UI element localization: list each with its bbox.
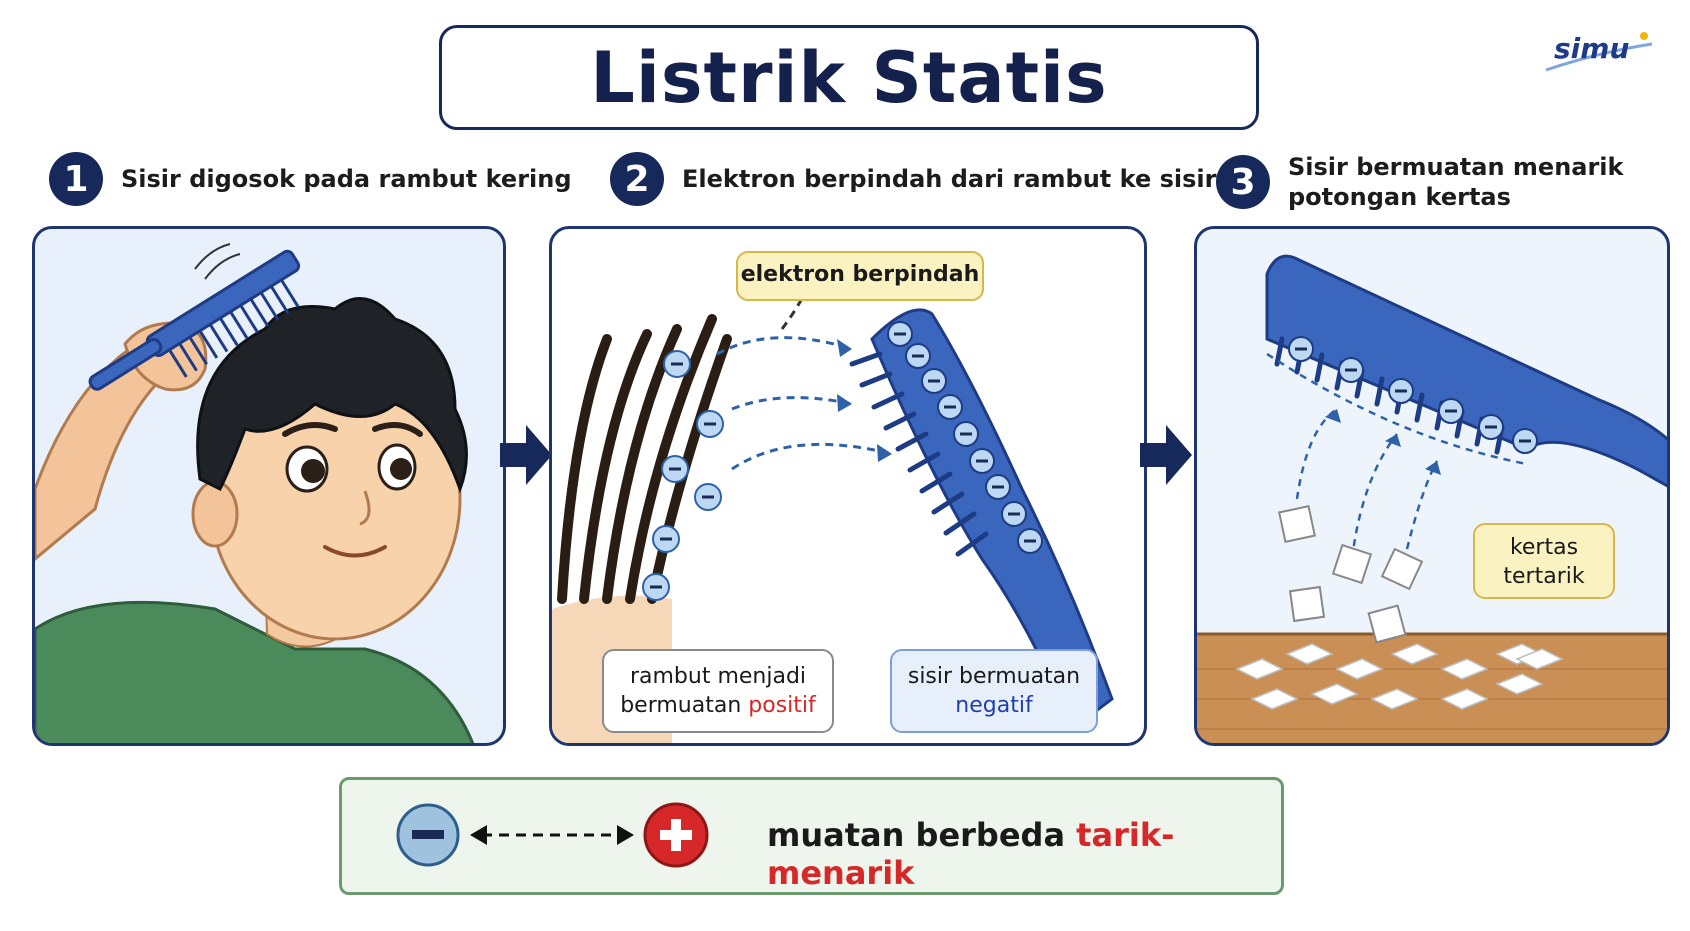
hair-positive-label: rambut menjadi bermuatan positif — [602, 649, 834, 733]
panel-3-paper-attraction: kertas tertarik — [1194, 226, 1670, 746]
step-3-number: 3 — [1216, 155, 1270, 209]
boy-combing-illustration — [35, 243, 475, 743]
paper-attracted-label: kertas tertarik — [1473, 523, 1615, 599]
comb-label-line1: sisir bermuatan — [907, 664, 1081, 689]
negative-word: negatif — [955, 693, 1033, 718]
comb-negative-label: sisir bermuatan negatif — [890, 649, 1098, 733]
electron-transfer-illustration — [552, 288, 1114, 743]
step-1-number: 1 — [49, 152, 103, 206]
step-2: 2 Elektron berpindah dari rambut ke sisi… — [610, 152, 1216, 206]
paper-label-line2: tertarik — [1503, 564, 1585, 589]
logo-text: simu — [1554, 32, 1629, 65]
comb-electrons — [1288, 336, 1538, 454]
arrow-right-icon — [500, 425, 552, 485]
simu-logo: simu — [1540, 22, 1660, 82]
summary-text-a: muatan berbeda — [767, 816, 1077, 854]
charge-attraction-diagram — [396, 802, 709, 868]
step-3-text-line2: potongan kertas — [1288, 183, 1511, 211]
arrow-right-icon — [1140, 425, 1192, 485]
step-3-text: Sisir bermuatan menarik potongan kertas — [1288, 152, 1624, 212]
paper-label-line1: kertas — [1509, 535, 1579, 560]
panel-1-boy-combing — [32, 226, 506, 746]
step-3: 3 Sisir bermuatan menarik potongan kerta… — [1216, 152, 1624, 212]
hair-electrons — [642, 350, 724, 601]
step-2-text: Elektron berpindah dari rambut ke sisir — [682, 165, 1217, 193]
step-2-number: 2 — [610, 152, 664, 206]
step-1: 1 Sisir digosok pada rambut kering — [49, 152, 572, 206]
summary-box: muatan berbeda tarik-menarik — [339, 777, 1284, 895]
page-title: Listrik Statis — [590, 36, 1108, 119]
paper-attraction-illustration — [1197, 254, 1667, 743]
summary-text: muatan berbeda tarik-menarik — [767, 816, 1281, 892]
attraction-word: tarik-menarik — [767, 816, 1175, 892]
title-box: Listrik Statis — [439, 25, 1259, 130]
electron-moving-label: elektron berpindah — [736, 251, 984, 301]
step-1-text: Sisir digosok pada rambut kering — [121, 165, 572, 193]
hair-label-line1: rambut menjadi — [629, 664, 807, 689]
panel-2-electron-transfer: elektron berpindah rambut menjadi bermua… — [549, 226, 1147, 746]
hair-label-line2a: bermuatan — [620, 693, 749, 718]
positive-word: positif — [748, 693, 816, 718]
comb-electrons — [887, 321, 1043, 554]
step-3-text-line1: Sisir bermuatan menarik — [1288, 153, 1624, 181]
